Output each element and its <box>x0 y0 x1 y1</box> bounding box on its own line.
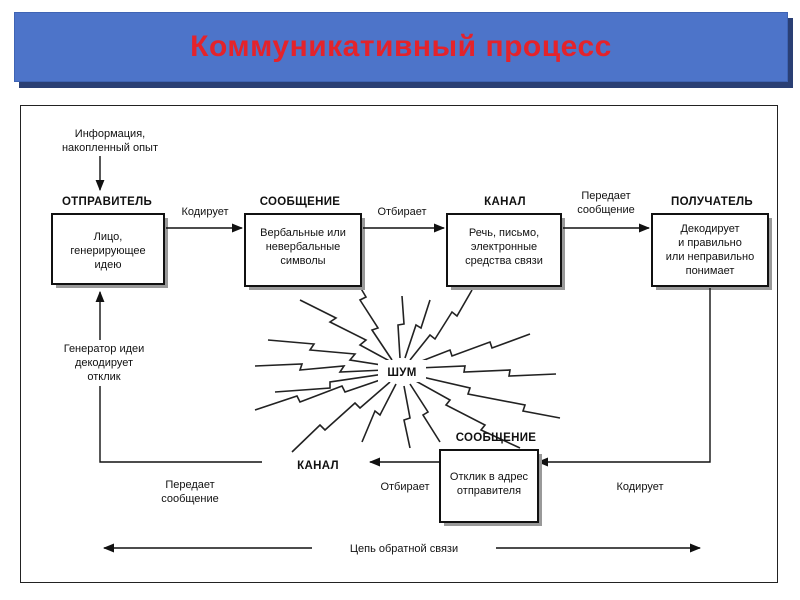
page-title: Коммуникативный процесс <box>190 30 612 63</box>
svg-text:накопленный опыт: накопленный опыт <box>62 142 158 154</box>
encode-bottom-label: Кодирует <box>616 481 663 493</box>
svg-text:Лицо,: Лицо, <box>94 231 123 243</box>
channel-box: Речь, письмо, электронные средства связи <box>446 213 565 290</box>
noise-burst <box>254 269 561 453</box>
sender-header: ОТПРАВИТЕЛЬ <box>62 196 152 208</box>
diagram-frame <box>20 105 778 583</box>
svg-text:Речь, письмо,: Речь, письмо, <box>469 227 539 239</box>
svg-text:Отклик в адрес: Отклик в адрес <box>450 471 529 483</box>
svg-text:отклик: отклик <box>87 371 120 383</box>
receiver-to-response-arrow <box>536 288 711 467</box>
select-bottom-label: Отбирает <box>380 481 429 493</box>
source-label: Информация, накопленный опыт <box>62 128 158 154</box>
svg-text:декодирует: декодирует <box>75 357 133 369</box>
idea-generator-bg <box>48 340 160 386</box>
noise-label-bg <box>378 360 426 382</box>
svg-text:электронные: электронные <box>471 241 537 253</box>
svg-text:Генератор идеи: Генератор идеи <box>64 343 145 355</box>
title-bar: Коммуникативный процесс <box>14 12 788 82</box>
noise-label: ШУМ <box>387 367 416 379</box>
response-header: СООБЩЕНИЕ <box>456 432 537 444</box>
response-box: Отклик в адрес отправителя <box>439 449 542 526</box>
transmit-top-label: Передает сообщение <box>577 190 635 216</box>
svg-text:сообщение: сообщение <box>577 204 635 216</box>
transmit-bottom-label: Передает сообщение <box>161 479 219 505</box>
svg-text:невербальные: невербальные <box>266 241 341 253</box>
idea-generator-label: Генератор идеи декодирует отклик <box>64 343 145 383</box>
receiver-box: Декодирует и правильно или неправильно п… <box>651 213 772 290</box>
select-top-label: Отбирает <box>377 206 426 218</box>
channel-header: КАНАЛ <box>484 196 526 208</box>
svg-text:генерирующее: генерирующее <box>70 245 145 257</box>
svg-text:отправителя: отправителя <box>457 485 521 497</box>
message-box: Вербальные или невербальные символы <box>244 213 365 290</box>
receiver-header: ПОЛУЧАТЕЛЬ <box>671 196 753 208</box>
svg-text:сообщение: сообщение <box>161 493 219 505</box>
svg-text:Вербальные или: Вербальные или <box>260 227 346 239</box>
svg-text:Информация,: Информация, <box>75 128 145 140</box>
channel-bottom-label: КАНАЛ <box>297 460 339 472</box>
message-header: СООБЩЕНИЕ <box>260 196 341 208</box>
svg-text:идею: идею <box>95 259 122 271</box>
svg-text:понимает: понимает <box>686 265 735 277</box>
svg-text:и правильно: и правильно <box>678 237 742 249</box>
encode-top-label: Кодирует <box>181 206 228 218</box>
svg-text:средства связи: средства связи <box>465 255 543 267</box>
svg-text:Передает: Передает <box>165 479 214 491</box>
svg-text:Декодирует: Декодирует <box>680 223 739 235</box>
svg-text:или неправильно: или неправильно <box>666 251 754 263</box>
svg-text:Передает: Передает <box>581 190 630 202</box>
sender-box: Лицо, генерирующее идею <box>51 213 168 288</box>
svg-text:символы: символы <box>280 255 325 267</box>
feedback-loop-label: Цепь обратной связи <box>350 543 458 555</box>
